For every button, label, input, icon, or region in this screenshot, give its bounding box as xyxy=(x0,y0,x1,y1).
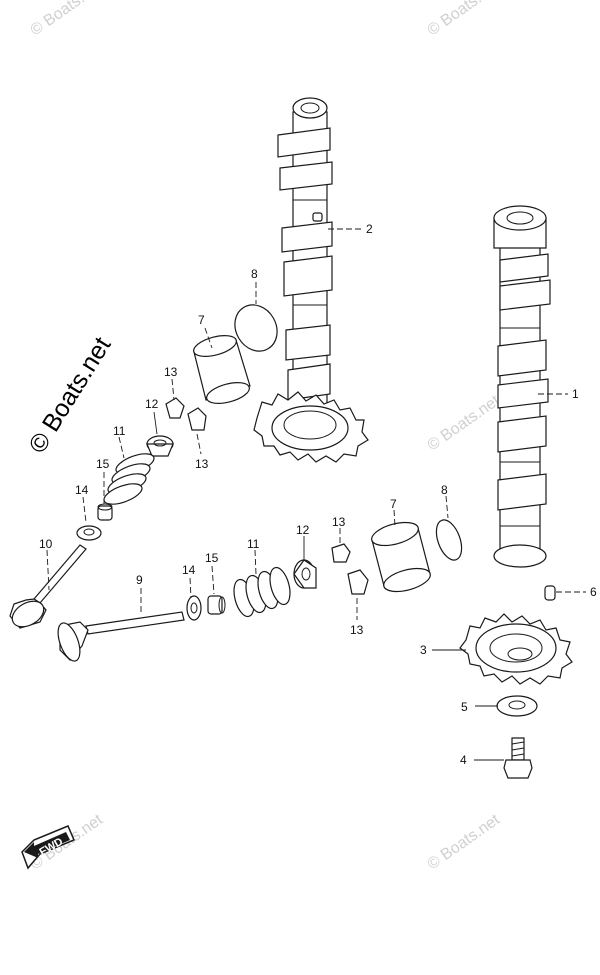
callout-15-lower: 15 xyxy=(205,551,219,565)
watermark-top-right: © Boats.net xyxy=(425,0,504,39)
pin-6 xyxy=(544,585,556,601)
watermark-text: © Boats.net xyxy=(425,0,504,39)
callout-9: 9 xyxy=(136,573,143,587)
tappet-cap-8-lower xyxy=(435,519,463,561)
callout-7-lower: 7 xyxy=(390,497,397,511)
callout-1: 1 xyxy=(572,387,579,401)
camshaft-1 xyxy=(493,205,551,568)
tappet-cap-8-upper xyxy=(234,304,278,352)
callout-13-upper-a: 13 xyxy=(164,365,178,379)
callout-3: 3 xyxy=(420,643,427,657)
camshaft-2 xyxy=(277,97,333,421)
callout-13-upper-b: 13 xyxy=(195,457,209,471)
valve-9 xyxy=(57,611,185,662)
callout-12-lower: 12 xyxy=(296,523,310,537)
watermark-text: © Boats.net xyxy=(28,0,107,39)
callout-4: 4 xyxy=(460,753,467,767)
spring-seat-14-lower xyxy=(186,595,202,621)
spring-seat-14-upper xyxy=(76,525,102,541)
callout-11-upper: 11 xyxy=(113,424,126,438)
watermark-bottom-right: © Boats.net xyxy=(425,811,504,873)
callout-8-upper: 8 xyxy=(251,267,258,281)
spring-retainer-12-lower xyxy=(293,559,317,589)
watermark-text: © Boats.net xyxy=(425,392,504,454)
sprocket-upper xyxy=(253,391,369,463)
valve-seal-15-lower xyxy=(207,595,226,615)
callout-13-lower-a: 13 xyxy=(332,515,346,529)
bolt-4 xyxy=(503,737,533,779)
callout-11-lower: 11 xyxy=(247,537,260,551)
callout-14-upper: 14 xyxy=(75,483,89,497)
callout-8-lower: 8 xyxy=(441,483,448,497)
valve-seal-15-upper xyxy=(97,503,113,521)
watermark-mid-right: © Boats.net xyxy=(425,392,504,454)
watermark-large-text: © Boats.net xyxy=(23,332,116,458)
valve-lifter-7-lower xyxy=(371,521,431,593)
callout-5: 5 xyxy=(461,700,468,714)
watermark-large: © Boats.net xyxy=(23,332,116,458)
callout-2: 2 xyxy=(366,222,373,236)
valve-spring-11-lower xyxy=(233,566,291,618)
watermark-top-left: © Boats.net xyxy=(28,0,107,39)
callout-6: 6 xyxy=(590,585,597,599)
leader-lines xyxy=(46,228,586,761)
forward-arrow-icon: FWD xyxy=(21,825,75,870)
valve-cotter-13-lower-a xyxy=(331,543,351,563)
valve-cotter-13-upper-b xyxy=(187,407,207,431)
valve-cotter-13-upper-a xyxy=(165,397,185,419)
washer-5 xyxy=(496,695,538,717)
callout-12-upper: 12 xyxy=(145,397,159,411)
valve-cotter-13-lower-b xyxy=(347,569,369,595)
callout-15-upper: 15 xyxy=(96,457,110,471)
watermark-text: © Boats.net xyxy=(425,811,504,873)
valve-lifter-7-upper xyxy=(193,335,251,404)
callout-7-upper: 7 xyxy=(198,313,205,327)
sprocket-3 xyxy=(459,613,573,685)
spring-retainer-12-upper xyxy=(146,435,174,457)
callout-13-lower-b: 13 xyxy=(350,623,364,637)
valve-spring-11-upper xyxy=(103,453,155,505)
callout-14-lower: 14 xyxy=(182,563,196,577)
callout-10: 10 xyxy=(39,537,53,551)
valve-10 xyxy=(9,544,87,629)
